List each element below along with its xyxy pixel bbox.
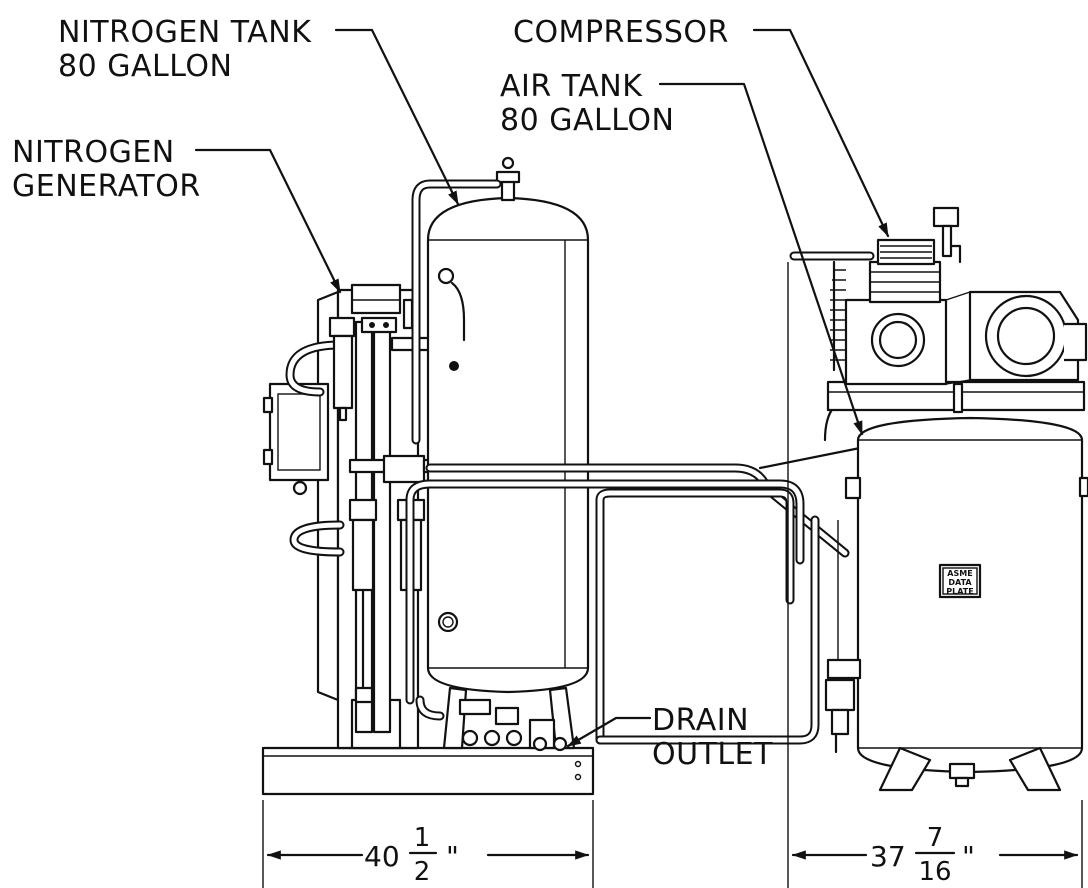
data-plate-line1: ASME [947,569,972,578]
dim-left-whole: 40 [364,840,400,873]
label-nitrogen-generator-1: NITROGEN [12,135,175,170]
dim-right-whole: 37 [870,840,906,873]
dim-left-numerator: 1 [414,823,431,853]
data-plate-line2: DATA [948,578,972,587]
dim-right-denominator: 16 [918,857,951,887]
dim-left-unit: " [446,840,459,873]
dim-left-denominator: 2 [414,857,431,887]
compressor [789,206,1088,414]
dimension-right: 37 7 16 " [787,262,1083,888]
label-drain-2: OUTLET [652,737,773,772]
label-air-tank-1: AIR TANK [500,69,643,104]
label-nitrogen-tank-1: NITROGEN TANK [58,15,312,50]
label-nitrogen-generator-2: GENERATOR [12,169,201,204]
nitrogen-tank [411,156,590,752]
dim-right-unit: " [962,840,975,873]
label-drain-1: DRAIN [652,703,749,738]
label-nitrogen-tank-2: 80 GALLON [58,49,232,84]
nitrogen-skid [261,746,595,796]
label-air-tank-2: 80 GALLON [500,103,674,138]
dimension-left: 40 1 2 " [262,800,594,888]
dim-right-numerator: 7 [927,823,944,853]
data-plate-line3: PLATE [946,587,973,596]
nitrogen-generator [262,283,466,750]
leader-lines [194,28,890,748]
air-tank: ASME DATA PLATE [824,416,1088,792]
label-compressor: COMPRESSOR [513,15,729,50]
interconnect-piping [405,394,862,745]
